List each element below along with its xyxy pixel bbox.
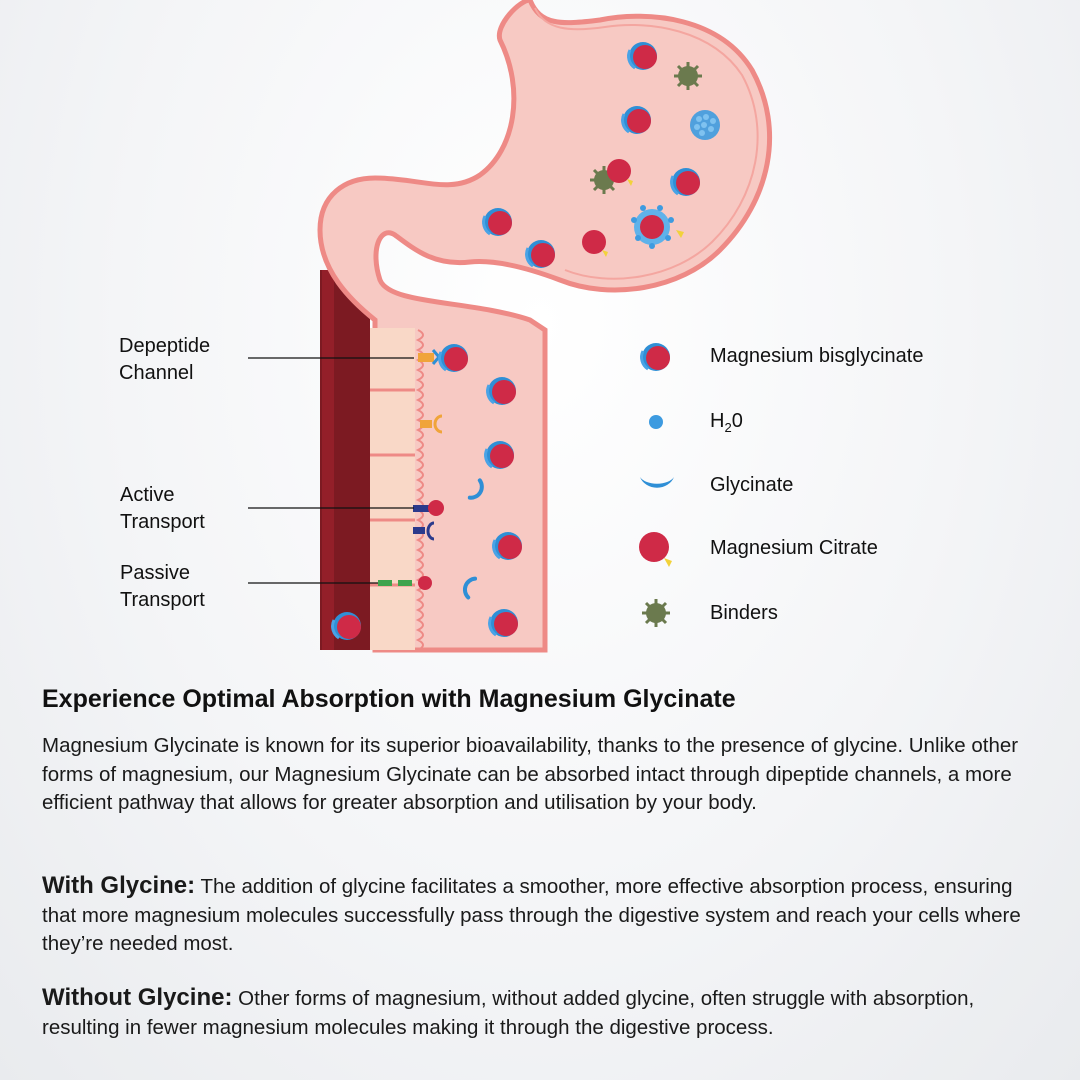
with-glycine-lead: With Glycine: <box>42 872 196 899</box>
water-icon <box>649 415 663 429</box>
without-glycine-paragraph: Without Glycine: Other forms of magnesiu… <box>42 984 975 1039</box>
channel-open <box>420 414 443 434</box>
binders-icon <box>640 597 672 629</box>
digestion-diagram <box>248 0 772 653</box>
legend-label-water: H20 <box>710 410 743 435</box>
bis-with-water <box>631 205 684 249</box>
intro-paragraph: Magnesium Glycinate is known for its sup… <box>42 734 1019 814</box>
water-cluster <box>690 110 720 140</box>
legend-label-citrate: Magnesium Citrate <box>710 537 878 559</box>
magnesium-citrate-icon <box>639 532 672 567</box>
with-glycine-paragraph: With Glycine: The addition of glycine fa… <box>42 872 1021 955</box>
magnesium-bisglycinate-icon <box>640 341 672 373</box>
legend-label-bisglycinate: Magnesium bisglycinate <box>710 345 924 367</box>
article-heading: Experience Optimal Absorption with Magne… <box>42 685 736 713</box>
passive-transport-protein <box>378 576 432 590</box>
without-glycine-lead: Without Glycine: <box>42 984 233 1011</box>
glycinate-icon <box>640 477 674 488</box>
legend-label-binders: Binders <box>710 602 778 624</box>
epithelium <box>370 328 424 651</box>
legend-label-glycinate: Glycinate <box>710 474 794 496</box>
active-transport-protein <box>413 500 444 541</box>
stomach <box>317 0 772 653</box>
